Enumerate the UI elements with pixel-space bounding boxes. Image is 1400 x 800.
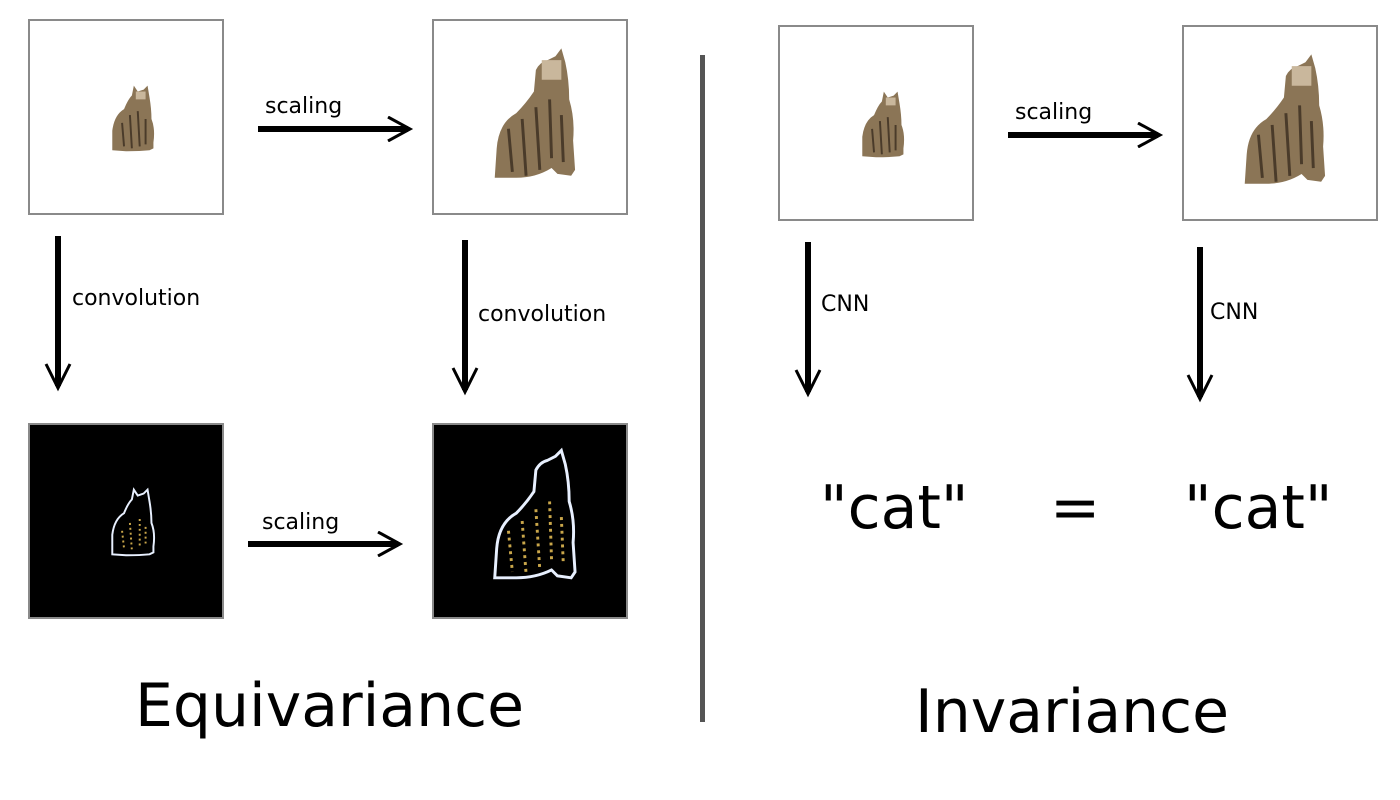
equivariance-feature-map-large xyxy=(432,423,628,619)
scaling-arrow-top-left xyxy=(258,116,414,142)
invariance-title: Invariance xyxy=(915,677,1230,747)
equivariance-input-image-large xyxy=(432,19,628,215)
convolution-arrow-right xyxy=(451,240,479,396)
cnn-label-right: CNN xyxy=(1210,300,1259,325)
convolution-label-left: convolution xyxy=(72,286,201,311)
scaling-arrow-invariance xyxy=(1008,122,1164,148)
cnn-output-left: "cat" xyxy=(820,473,969,543)
cnn-arrow-left xyxy=(794,242,822,398)
scaling-label-bottom-left: scaling xyxy=(262,510,340,535)
scaling-arrow-bottom-left xyxy=(248,531,404,557)
cat-edge-map-large xyxy=(493,447,577,580)
cat-photo-small xyxy=(112,85,155,152)
cnn-output-right: "cat" xyxy=(1184,473,1333,543)
invariance-input-image-large xyxy=(1182,25,1378,221)
scaling-label-top-left: scaling xyxy=(265,94,343,119)
section-divider xyxy=(700,55,705,722)
invariance-input-image-small xyxy=(778,25,974,221)
equivariance-feature-map-small xyxy=(28,423,224,619)
cnn-arrow-right xyxy=(1186,247,1214,403)
cat-photo-large-invariance xyxy=(1244,54,1326,184)
cat-photo-large xyxy=(494,48,576,178)
cnn-label-left: CNN xyxy=(821,292,870,317)
cat-edge-map-small xyxy=(111,487,156,557)
scaling-label-invariance: scaling xyxy=(1015,100,1093,125)
convolution-arrow-left xyxy=(44,236,72,392)
equivariance-input-image-small xyxy=(28,19,224,215)
convolution-label-right: convolution xyxy=(478,302,607,327)
cat-photo-small-invariance xyxy=(862,91,905,158)
equals-sign: = xyxy=(1050,473,1101,543)
equivariance-title: Equivariance xyxy=(135,671,525,741)
